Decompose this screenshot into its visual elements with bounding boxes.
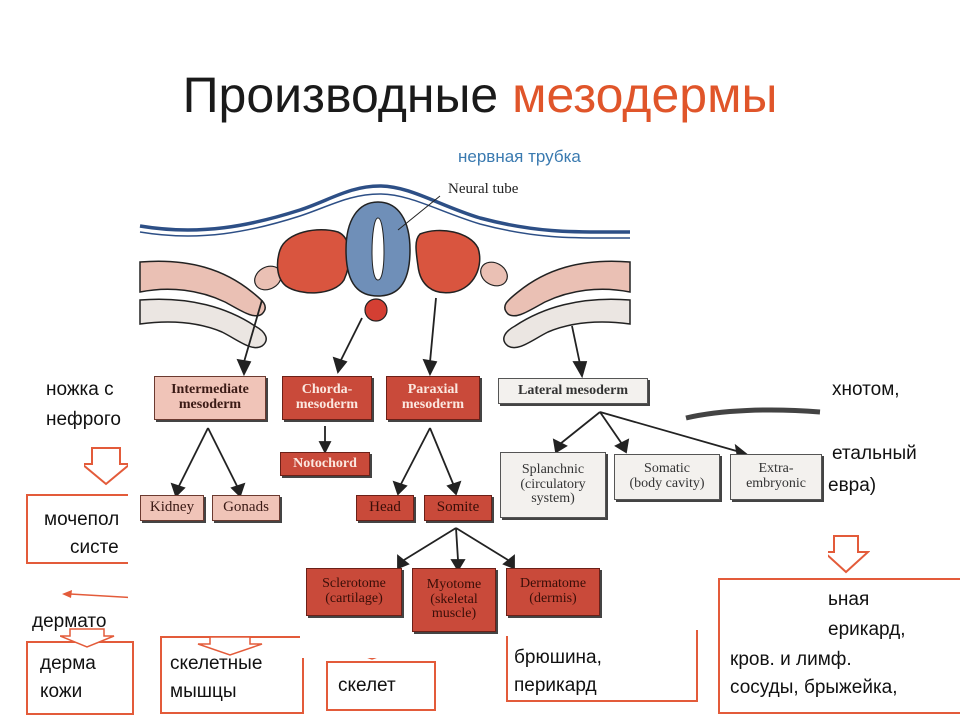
page-title: Производные мезодермы (0, 66, 960, 124)
box-dermatome-line1: Dermatome (519, 576, 587, 592)
box-gonads-label: Gonads (223, 499, 269, 516)
figure-panel-bottom (300, 636, 506, 658)
label-derma2: кожи (40, 681, 83, 702)
label-right4: ьная (828, 589, 870, 610)
box-notochord-label: Notochord (293, 455, 357, 471)
box-myotome-line2: (skeletal (430, 591, 478, 607)
box-somite-label: Somite (436, 499, 480, 516)
arrow-down-icon (822, 535, 870, 574)
neural-tube-label: Neural tube (448, 181, 519, 197)
box-somite: Somite (424, 495, 492, 521)
box-extra-line1: Extra- (758, 461, 794, 477)
box-chorda-mesoderm: Chorda- mesoderm (282, 376, 372, 420)
label-muscles1: скелетные (170, 653, 263, 674)
title-main: Производные (182, 67, 499, 123)
label-muscles2: мышцы (170, 681, 237, 702)
label-left1: ножка с (46, 379, 114, 400)
label-dermato: дермато (32, 611, 107, 632)
peritoneum-box (506, 630, 698, 702)
box-splanchnic-line2: (circulatory (520, 476, 586, 492)
label-siste: систе (70, 537, 119, 558)
box-myotome-line3: muscle) (431, 606, 477, 622)
label-skeleton: скелет (338, 675, 396, 696)
box-dermatome-line2: (dermis) (529, 591, 577, 606)
label-brush1: брюшина, (514, 647, 602, 668)
box-kidney: Kidney (140, 495, 204, 521)
box-intermediate-mesoderm: Intermediate mesoderm (154, 376, 266, 420)
label-right1: хнотом, (832, 379, 900, 400)
box-paraxial-line2: mesoderm (401, 397, 465, 412)
right-box-bottom (718, 578, 960, 714)
arrow-down-small-icon (197, 636, 263, 656)
box-gonads: Gonads (212, 495, 280, 521)
arrow-down-small-icon (60, 628, 115, 648)
box-lateral-mesoderm: Lateral mesoderm (498, 378, 648, 404)
box-sclerotome: Sclerotome (cartilage) (306, 568, 402, 616)
label-right3: евра) (828, 475, 877, 496)
arrow-down-icon (84, 447, 133, 486)
label-right5: ерикард, (828, 619, 906, 640)
box-chorda-line2: mesoderm (295, 397, 359, 412)
box-extra-line2: embryonic (746, 476, 806, 491)
box-splanchnic-line1: Splanchnic (521, 461, 585, 477)
label-right7: сосуды, брыжейка, (730, 677, 898, 698)
box-intermediate-line2: mesoderm (178, 397, 242, 412)
box-myotome: Myotome (skeletal muscle) (412, 568, 496, 632)
box-somatic-line2: (body cavity) (629, 476, 705, 491)
box-intermediate-line1: Intermediate (171, 382, 249, 398)
derma-box (26, 641, 134, 715)
box-extraembryonic: Extra- embryonic (730, 454, 822, 500)
label-right6: кров. и лимф. (730, 649, 852, 670)
box-dermatome: Dermatome (dermis) (506, 568, 600, 616)
label-mochepol: мочепол (44, 509, 120, 530)
box-head-label: Head (369, 499, 401, 516)
box-splanchnic-line3: system) (531, 491, 575, 507)
box-notochord: Notochord (280, 452, 370, 476)
label-derma1: дерма (40, 653, 96, 674)
box-chorda-line1: Chorda- (301, 382, 353, 398)
box-paraxial-line1: Paraxial (407, 382, 459, 398)
box-lateral-label: Lateral mesoderm (517, 382, 629, 398)
arrow-left-icon (62, 590, 139, 599)
box-splanchnic: Splanchnic (circulatory system) (500, 452, 606, 518)
box-sclerotome-line2: (cartilage) (325, 591, 383, 606)
box-paraxial-mesoderm: Paraxial mesoderm (386, 376, 480, 420)
label-right2: етальный (832, 443, 917, 464)
skeleton-box (326, 661, 436, 711)
label-left2: нефрого (46, 409, 121, 430)
neural-tube-caption: нервная трубка (458, 147, 581, 166)
label-brush2: перикард (514, 675, 597, 696)
box-somatic: Somatic (body cavity) (614, 454, 720, 500)
box-head: Head (356, 495, 414, 521)
figure-panel-right (682, 176, 828, 410)
title-accent: мезодермы (512, 67, 778, 123)
box-kidney-label: Kidney (149, 499, 195, 516)
box-sclerotome-line1: Sclerotome (322, 576, 386, 592)
box-myotome-line1: Myotome (426, 576, 482, 592)
box-somatic-line1: Somatic (644, 461, 690, 477)
